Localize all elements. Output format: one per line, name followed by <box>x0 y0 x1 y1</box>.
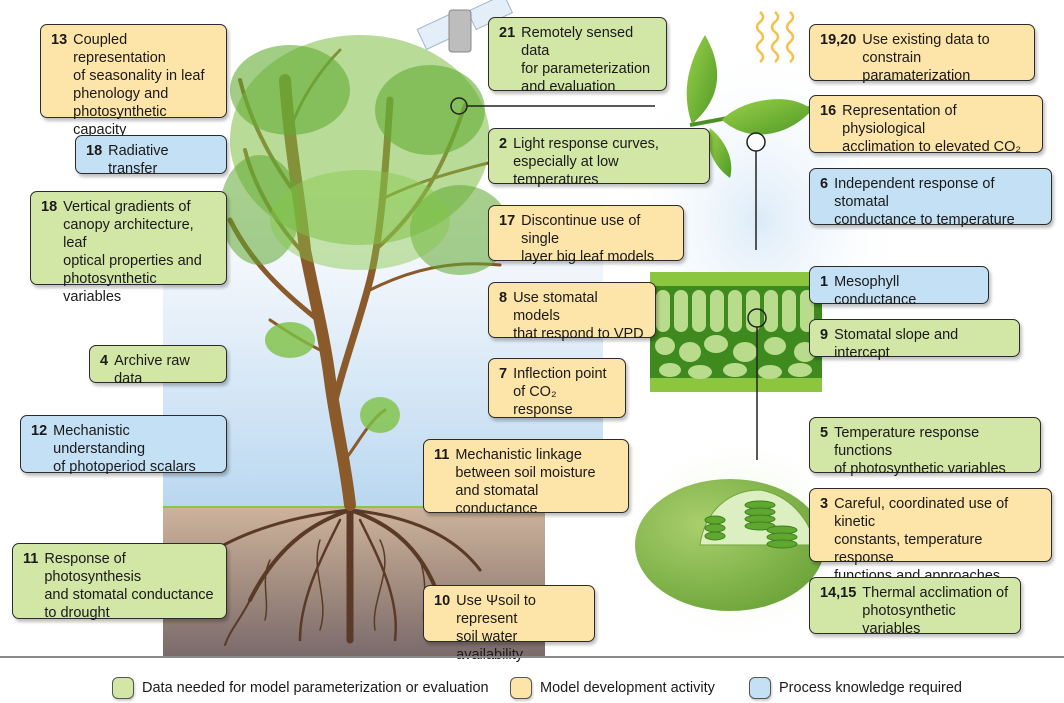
leaf-cross-section-icon <box>650 272 822 392</box>
legend-label: Process knowledge required <box>779 680 962 696</box>
sun-heat-icon <box>755 11 795 63</box>
callout-circle-leaf <box>746 132 766 152</box>
legend-item-data-needed: Data needed for model parameterization o… <box>112 677 489 699</box>
leaf-sprig-icon <box>686 35 816 178</box>
legend-label: Model development activity <box>540 680 715 696</box>
ground-line <box>163 506 603 508</box>
satellite-icon <box>416 0 514 53</box>
legend-item-model-development: Model development activity <box>510 677 715 699</box>
legend-divider <box>0 656 1064 658</box>
legend-label: Data needed for model parameterization o… <box>142 680 489 696</box>
chloroplast-icon <box>635 479 825 611</box>
legend-swatch-orange <box>510 677 532 699</box>
legend-swatch-blue <box>749 677 771 699</box>
legend-swatch-green <box>112 677 134 699</box>
foliage <box>220 35 510 433</box>
legend-item-process-knowledge: Process knowledge required <box>749 677 962 699</box>
